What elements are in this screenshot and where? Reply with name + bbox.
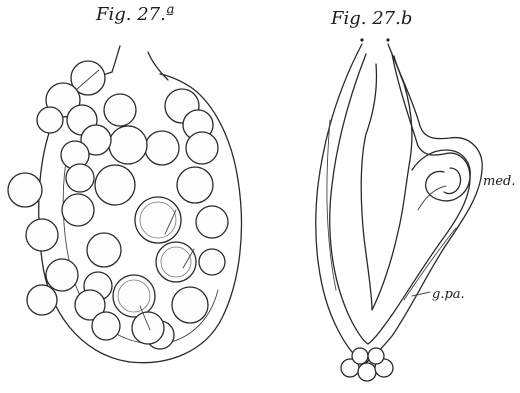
cell <box>26 219 58 251</box>
basal-cell-cluster <box>341 348 393 381</box>
cell <box>95 165 135 205</box>
cell <box>196 206 228 238</box>
figure-27a-title: Fig. 27.ª <box>96 6 174 24</box>
cell <box>145 131 179 165</box>
label-gpa: g.pa. <box>432 288 465 301</box>
cell <box>8 173 42 207</box>
inner-cavity-outline <box>361 56 412 310</box>
cell <box>27 285 57 315</box>
cell <box>199 249 225 275</box>
top-marker-dot <box>360 38 363 41</box>
cell-cluster <box>8 61 228 349</box>
cell <box>87 233 121 267</box>
cell <box>104 94 136 126</box>
cell <box>109 126 147 164</box>
cell <box>37 107 63 133</box>
cell <box>186 132 218 164</box>
outer-wall-outline <box>316 44 482 364</box>
cell <box>46 259 78 291</box>
basal-cell <box>368 348 384 364</box>
wall-hatching <box>327 120 336 290</box>
basal-cell <box>358 363 376 381</box>
cell <box>177 167 213 203</box>
gpa-leader-line <box>412 292 430 296</box>
cell <box>135 197 181 243</box>
basal-cell <box>352 348 368 364</box>
cell <box>172 287 208 323</box>
cell <box>113 275 155 317</box>
embryo-neck-left <box>112 46 120 72</box>
cell <box>132 312 164 344</box>
top-marker-dot <box>386 38 389 41</box>
figure-27b-drawing <box>316 38 482 381</box>
figure-27b-title: Fig. 27.b <box>331 10 412 28</box>
medullary-curve <box>418 186 446 210</box>
cell <box>92 312 120 340</box>
cell <box>156 242 196 282</box>
label-med: med. <box>483 175 515 188</box>
figure-27a-drawing <box>8 46 241 363</box>
cell <box>66 164 94 192</box>
cell <box>62 194 94 226</box>
medullary-groove <box>444 168 461 194</box>
